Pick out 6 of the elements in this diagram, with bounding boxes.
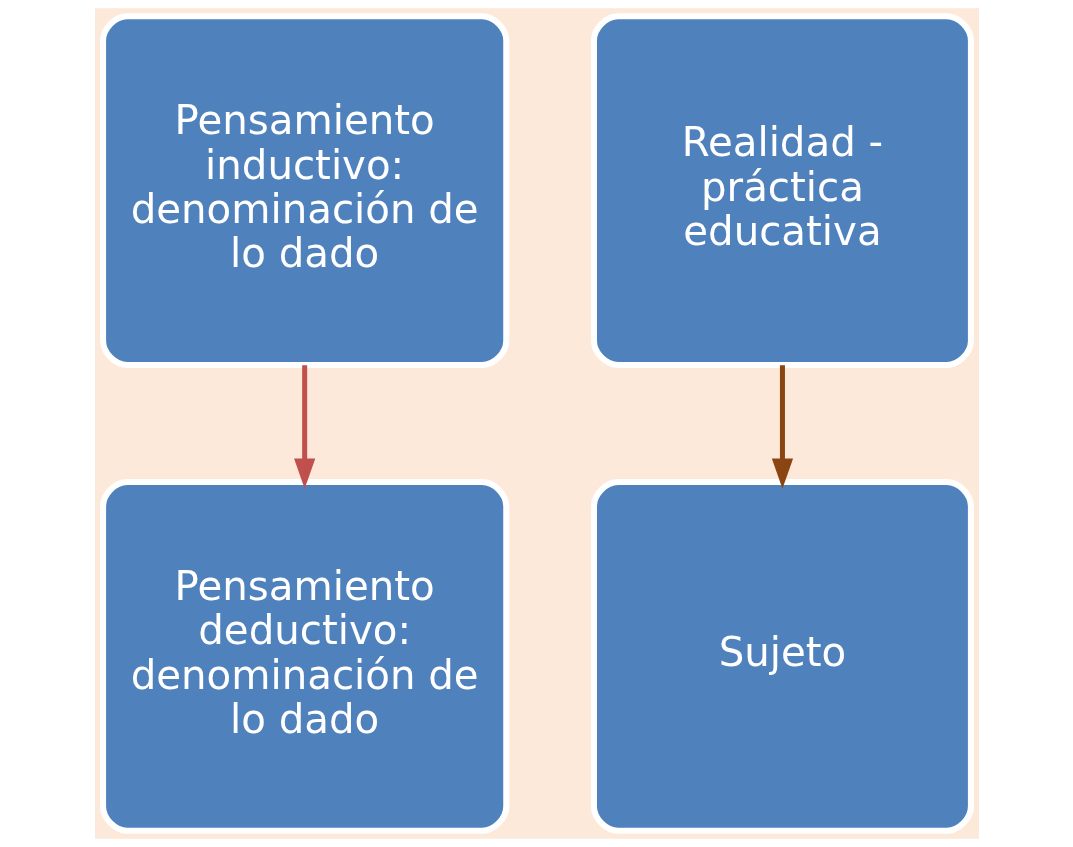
node-box: Pensamiento inductivo: denominación de lo dado [99,13,509,369]
node-box: Pensamiento deductivo: denominación de lo dado [99,478,509,834]
node-box: Realidad - práctica educativa [590,13,974,369]
arrow [293,365,315,489]
node-box: Sujeto [590,478,974,834]
arrow [771,365,793,489]
